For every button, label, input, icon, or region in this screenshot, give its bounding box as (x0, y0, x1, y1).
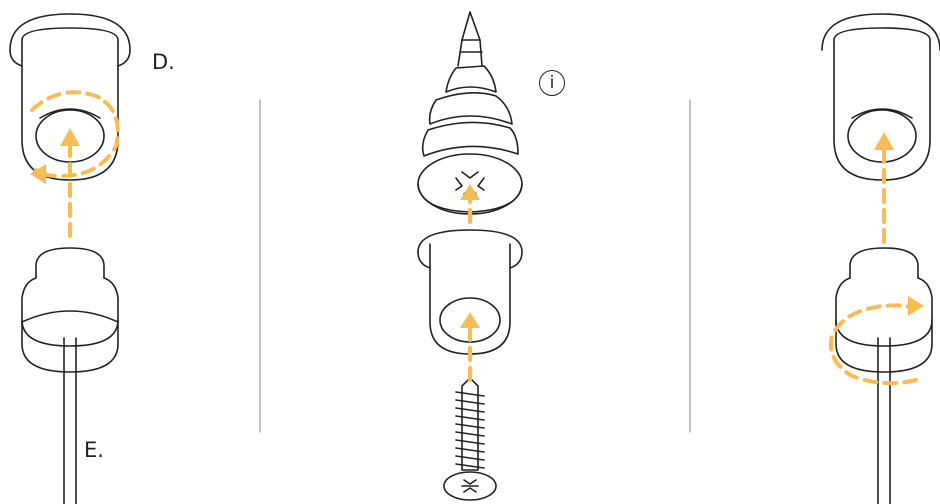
rotate-arrow-left (32, 92, 118, 176)
step-label-e: E. (84, 440, 104, 461)
info-icon: i (539, 70, 565, 96)
step-label-d: D. (152, 52, 175, 73)
arrow-head-middle-top (460, 184, 480, 200)
wall-anchor-icon (418, 12, 522, 214)
arrow-head-right-up (874, 132, 894, 150)
screw-icon (444, 378, 496, 500)
arrow-head-left-rotate (30, 164, 46, 184)
info-icon-label: i (550, 73, 555, 93)
arrow-head-left-up (60, 128, 80, 146)
rod-cap-left-icon (22, 248, 118, 504)
bushing-top-right-icon (822, 14, 940, 180)
arrow-head-middle-bottom (460, 312, 480, 328)
arrow-head-right-rotate (908, 296, 924, 316)
